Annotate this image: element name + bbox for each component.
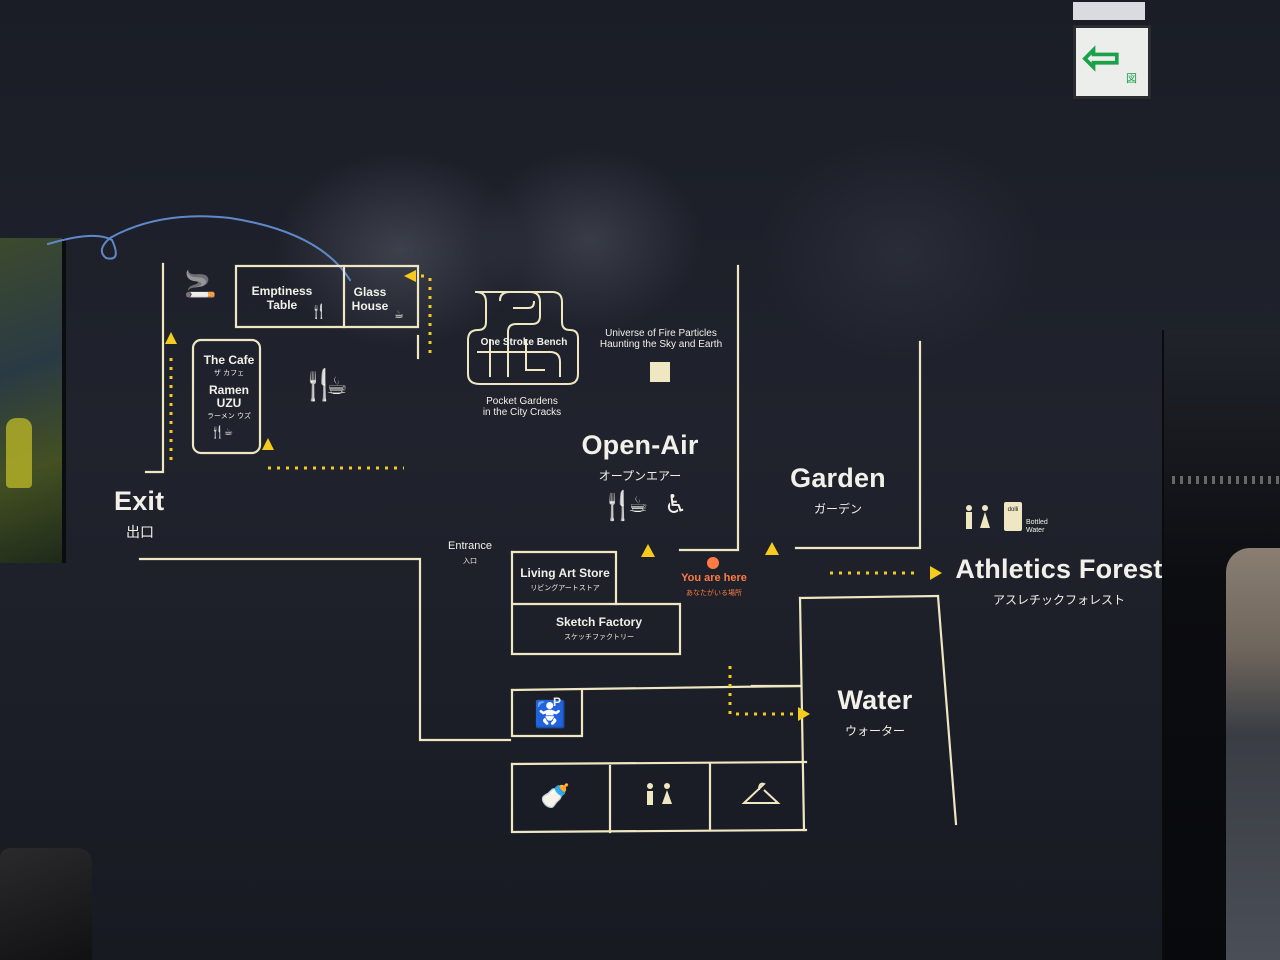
direction-arrow <box>404 270 416 282</box>
sketch-factory-jp: スケッチファクトリー <box>564 633 634 641</box>
universe-line1: Universe of Fire Particles <box>605 328 717 339</box>
artwork-screen <box>0 238 66 563</box>
doorway-lights <box>1172 476 1280 484</box>
cutlery-icon: 🍴 <box>310 304 328 320</box>
emergency-exit-sign: ⇦ 図 <box>1073 2 1151 99</box>
wall-outline <box>510 762 808 834</box>
open-air-jp: オープンエアー <box>598 469 682 483</box>
one-stroke-bench-art <box>467 290 579 385</box>
garden-jp: ガーデン <box>813 502 862 516</box>
open-air-title: Open-Air <box>581 430 699 460</box>
coffee-cup-icon: ☕ <box>628 493 648 518</box>
glass-house-line1: Glass <box>353 285 387 299</box>
universe-line2: Haunting the Sky and Earth <box>599 339 723 350</box>
seat-icon: ♿ <box>664 490 688 520</box>
coffee-cup-icon: ☕ <box>394 308 404 321</box>
wall-outline <box>144 262 165 474</box>
path-dots <box>728 666 796 716</box>
restroom-icon <box>647 783 672 805</box>
wall-outline <box>798 594 940 600</box>
cutlery-icon: 🍴 <box>300 368 338 403</box>
garden-title: Garden <box>790 463 886 493</box>
wall-outline <box>510 688 584 738</box>
the-cafe-name: The Cafe <box>203 353 255 367</box>
direction-arrow <box>262 438 274 450</box>
wall-outline <box>678 264 740 552</box>
coffee-cup-icon: ☕ <box>326 372 348 400</box>
cafe-room <box>191 338 262 455</box>
coffee-cup-icon: ☕ <box>224 427 233 438</box>
entrance-title: Entrance <box>447 540 493 552</box>
athletics-forest-jp: アスレチックフォレスト <box>992 593 1125 607</box>
exit-jp: 出口 <box>126 525 154 541</box>
foreground-bag <box>0 848 92 960</box>
emptiness-table-line1: Emptiness <box>251 284 313 298</box>
pocket-gardens-line1: Pocket Gardens <box>486 396 558 407</box>
left-arrow-icon: ⇦ <box>1082 31 1121 83</box>
direction-arrow <box>641 544 655 557</box>
wall-outline <box>234 264 420 329</box>
one-stroke-bench-label: One Stroke Bench <box>480 337 568 348</box>
pocket-gardens-line2: in the City Cracks <box>482 407 562 418</box>
wall-outline <box>936 594 958 826</box>
living-art-store-name: Living Art Store <box>520 566 610 580</box>
cutlery-icon: 🍴 <box>600 489 635 522</box>
bottled-water-line1: Bottled <box>1026 519 1048 526</box>
ramen-uzu-line2: UZU <box>216 396 242 410</box>
you-are-here-label: You are here <box>681 572 747 584</box>
vending-label: dolli <box>1007 507 1019 513</box>
direction-arrow <box>765 542 779 555</box>
wall-outline <box>794 340 922 550</box>
ramen-uzu-line1: Ramen <box>208 383 249 397</box>
water-jp: ウォーター <box>844 724 905 738</box>
cable <box>46 215 352 282</box>
visitor-silhouette <box>1226 548 1280 960</box>
wall-outline <box>608 762 712 834</box>
entrance-jp: 入口 <box>463 557 477 565</box>
you-are-here-dot <box>707 557 719 569</box>
direction-arrow <box>798 707 810 721</box>
emptiness-table-line2: Table <box>266 298 298 312</box>
ramen-uzu-jp: ラーメン ウズ <box>207 412 251 420</box>
stroller-parking-icon: 🚼 <box>534 700 567 730</box>
exit-sign-mount <box>1073 2 1145 20</box>
glass-house-line2: House <box>351 299 389 313</box>
smoking-icon: 🚬 <box>184 270 217 300</box>
screen-figure <box>6 418 32 488</box>
wall-outline <box>510 550 618 606</box>
the-cafe-jp: ザ カフェ <box>213 369 245 377</box>
exit-title: Exit <box>114 486 165 516</box>
you-are-here-jp: あなたがいる場所 <box>686 589 742 597</box>
direction-arrow <box>930 566 942 580</box>
sketch-factory-name: Sketch Factory <box>555 615 643 629</box>
water-title: Water <box>837 685 913 715</box>
athletics-forest-title: Athletics Forest <box>955 554 1163 584</box>
vending-machine-icon <box>1004 502 1022 531</box>
living-art-store-jp: リビングアートストア <box>530 584 600 592</box>
bottled-water-line2: Water <box>1026 527 1045 534</box>
wall-outline <box>510 550 682 656</box>
direction-arrow <box>165 332 177 344</box>
universe-artwork-marker <box>650 362 670 382</box>
baby-care-icon: 🍼 <box>540 782 570 810</box>
wall-outline <box>138 557 512 742</box>
restroom-icon <box>966 505 990 529</box>
cutlery-icon: 🍴 <box>210 425 225 439</box>
exit-sign-tag: 図 <box>1126 73 1137 85</box>
wall-outline <box>510 760 808 766</box>
cloakroom-hanger-icon <box>741 782 781 804</box>
stroller-parking-letter: P <box>553 695 562 709</box>
